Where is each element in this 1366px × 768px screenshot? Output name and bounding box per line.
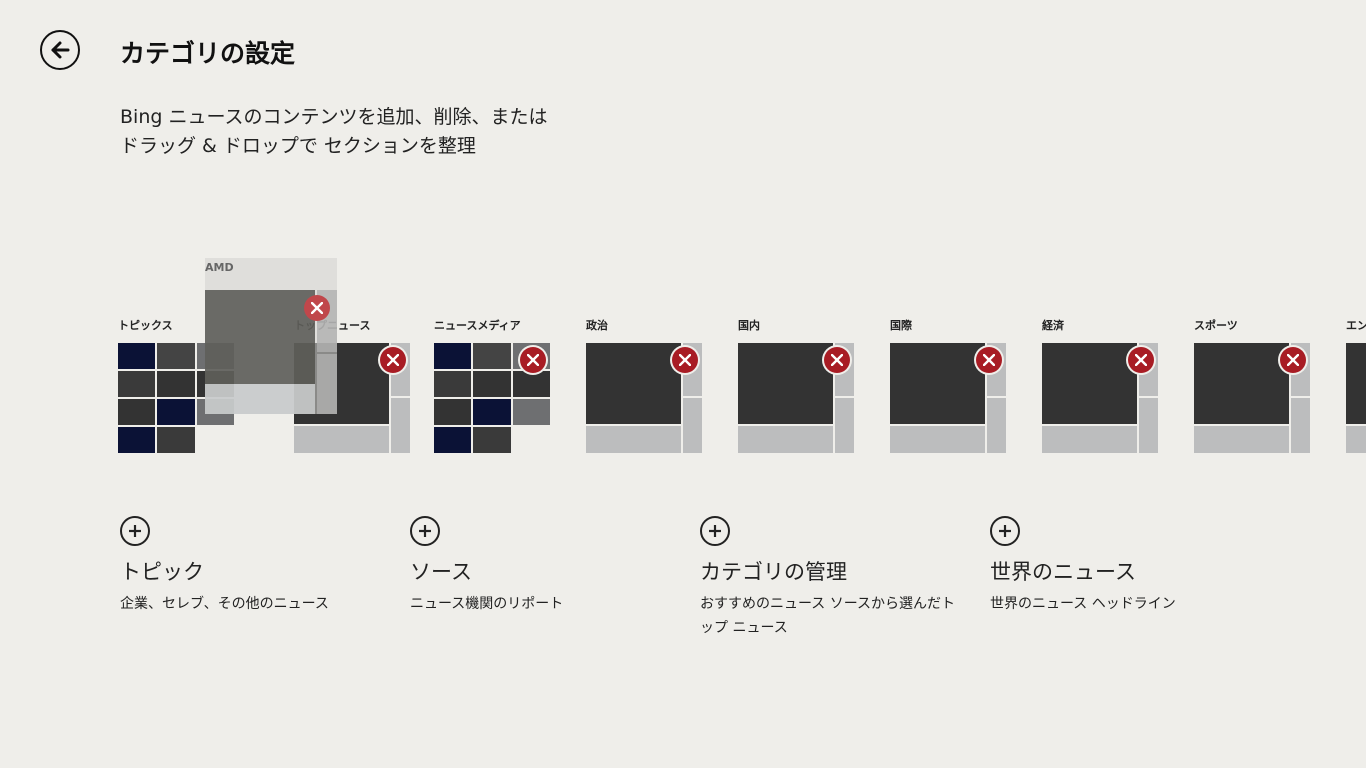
remove-top-news-button[interactable] bbox=[380, 347, 406, 373]
category-tile-international[interactable] bbox=[890, 343, 1006, 453]
category-label-entertainment: エンタメ bbox=[1346, 319, 1366, 332]
remove-amd-button[interactable] bbox=[304, 295, 330, 321]
remove-news-media-button[interactable] bbox=[520, 347, 546, 373]
page-title: カテゴリの設定 bbox=[120, 39, 296, 68]
close-icon bbox=[1287, 354, 1299, 366]
category-label-politics: 政治 bbox=[586, 319, 608, 332]
plus-icon bbox=[419, 525, 431, 537]
category-label-international: 国際 bbox=[890, 319, 912, 332]
category-tile-news-media[interactable] bbox=[434, 343, 550, 453]
close-icon bbox=[1135, 354, 1147, 366]
instructions-line-1: Bing ニュースのコンテンツを追加、削除、または bbox=[120, 106, 548, 128]
category-label-news-media: ニュースメディア bbox=[434, 319, 521, 332]
plus-icon bbox=[999, 525, 1011, 537]
category-label-sports: スポーツ bbox=[1194, 319, 1238, 332]
add-category-description: おすすめのニュース ソースから選んだトップ ニュース bbox=[700, 596, 956, 636]
remove-politics-button[interactable] bbox=[672, 347, 698, 373]
remove-economy-button[interactable] bbox=[1128, 347, 1154, 373]
close-icon bbox=[983, 354, 995, 366]
close-icon bbox=[387, 354, 399, 366]
category-label-topics: トピックス bbox=[118, 319, 173, 332]
instructions: Bing ニュースのコンテンツを追加、削除、または ドラッグ & ドロップで セ… bbox=[120, 103, 548, 161]
plus-icon bbox=[709, 525, 721, 537]
instructions-line-2: ドラッグ & ドロップで セクションを整理 bbox=[120, 135, 476, 157]
category-tile-economy[interactable] bbox=[1042, 343, 1158, 453]
add-source-button[interactable] bbox=[410, 516, 440, 546]
add-source-description: ニュース機関のリポート bbox=[410, 596, 564, 612]
add-topic-button[interactable] bbox=[120, 516, 150, 546]
close-icon bbox=[311, 302, 323, 314]
category-tile-politics[interactable] bbox=[586, 343, 702, 453]
add-world-news-title: 世界のニュース bbox=[990, 560, 1136, 584]
remove-domestic-button[interactable] bbox=[824, 347, 850, 373]
add-category-title: カテゴリの管理 bbox=[700, 560, 847, 584]
remove-sports-button[interactable] bbox=[1280, 347, 1306, 373]
back-arrow-icon bbox=[51, 41, 70, 59]
add-category-button[interactable] bbox=[700, 516, 730, 546]
back-button[interactable] bbox=[40, 30, 80, 70]
add-topic-description: 企業、セレブ、その他のニュース bbox=[120, 596, 329, 612]
category-tile-entertainment[interactable] bbox=[1346, 343, 1366, 453]
close-icon bbox=[527, 354, 539, 366]
category-label-economy: 経済 bbox=[1042, 319, 1064, 332]
category-tile-sports[interactable] bbox=[1194, 343, 1310, 453]
dragged-tile-amd[interactable]: AMD bbox=[205, 258, 337, 414]
category-label-domestic: 国内 bbox=[738, 319, 760, 332]
close-icon bbox=[831, 354, 843, 366]
remove-international-button[interactable] bbox=[976, 347, 1002, 373]
dragged-tile-label: AMD bbox=[205, 261, 234, 274]
add-world-news-description: 世界のニュース ヘッドライン bbox=[990, 596, 1176, 612]
close-icon bbox=[679, 354, 691, 366]
add-topic-title: トピック bbox=[120, 560, 204, 584]
add-world-news-button[interactable] bbox=[990, 516, 1020, 546]
add-source-title: ソース bbox=[410, 560, 472, 584]
plus-icon bbox=[129, 525, 141, 537]
category-tile-domestic[interactable] bbox=[738, 343, 854, 453]
